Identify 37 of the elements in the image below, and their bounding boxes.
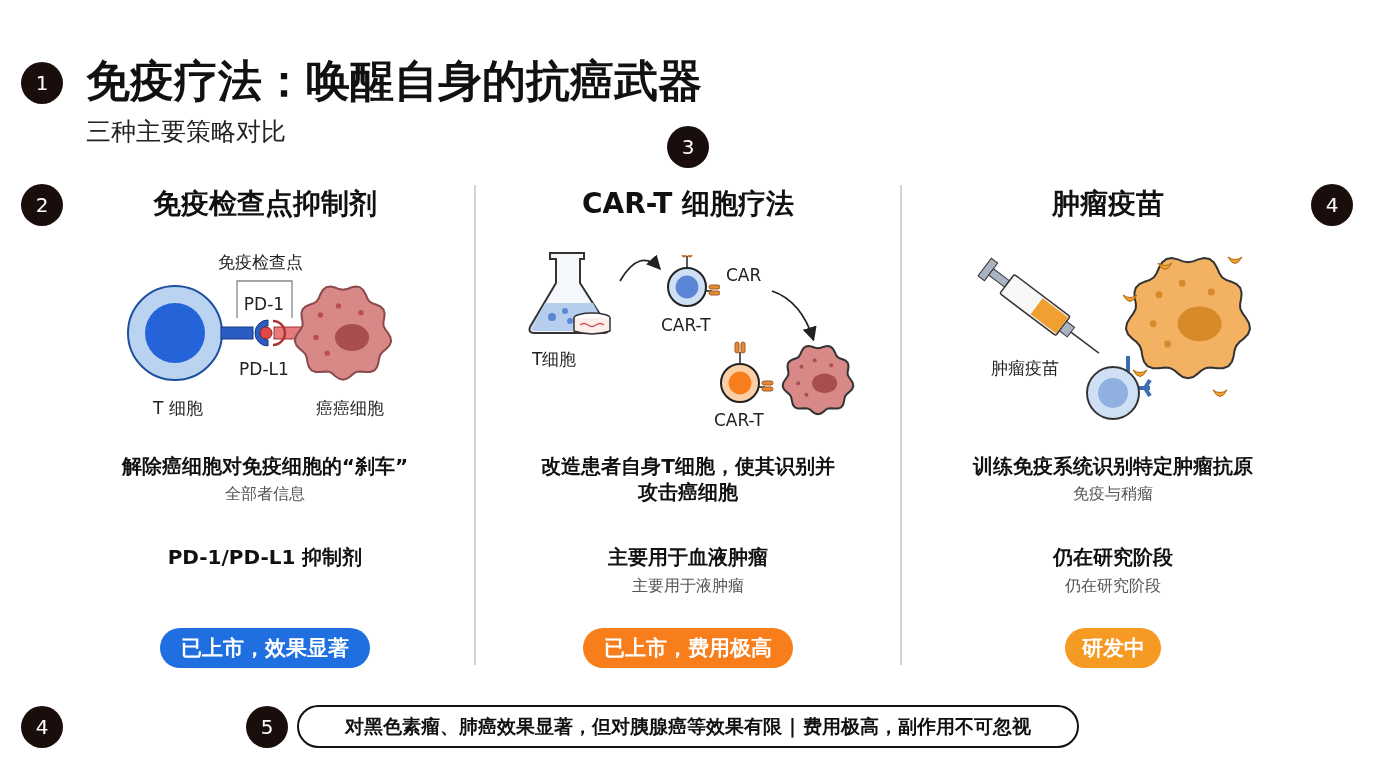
description-text: 解除癌细胞对免疫细胞的“刹车” [120, 453, 410, 479]
description-text: 改造患者自身T细胞，使其识别并攻击癌细胞 [540, 453, 836, 505]
status-text: 仍在研究阶段 [1051, 544, 1174, 570]
title: 免疫疗法：唤醒自身的抗癌武器 [86, 54, 702, 108]
column-heading: 肿瘤疫苗 [1051, 186, 1165, 222]
note-text: 免疫与稍瘤 [1072, 484, 1154, 505]
part-label: 免疫检查点 [216, 251, 304, 274]
summary-note: 对黑色素瘤、肺癌效果显著，但对胰腺癌等效果有限 | 费用极高，副作用不可忽视 [297, 705, 1079, 748]
note-text: 全部者信息 [224, 484, 306, 505]
node-label: CAR-T [661, 315, 711, 335]
status-badge: 研发中 [1065, 628, 1161, 668]
part-label: PD-L1 [238, 358, 290, 381]
callout-number: 3 [667, 126, 709, 168]
status-badge: 已上市，效果显著 [160, 628, 370, 668]
callout-number: 2 [21, 184, 63, 226]
example-text: PD-1/PD-L1 抑制剂 [166, 544, 364, 570]
part-label: 癌癌细胞 [315, 397, 385, 420]
arrow [771, 290, 817, 342]
callout-number: 4 [1311, 184, 1353, 226]
callout-number: 4 [21, 706, 63, 748]
usage-text: 主要用于血液肿瘤 [607, 544, 769, 570]
column-heading: 免疫检查点抑制剂 [152, 186, 378, 222]
subtitle: 三种主要策略对比 [86, 116, 287, 148]
part-label: 肿瘤疫苗 [990, 357, 1060, 380]
part-label: PD-1 [242, 293, 286, 316]
node-label: T细胞 [532, 348, 577, 371]
column-heading: CAR-T 细胞疗法 [580, 186, 796, 222]
node-label: CAR-T [714, 410, 764, 430]
callout-number: 1 [21, 62, 63, 104]
arrow [619, 254, 662, 282]
part-label: T 细胞 [152, 397, 204, 420]
status-badge: 已上市，费用极高 [583, 628, 793, 668]
note-text: 仍在研究阶段 [1064, 576, 1162, 597]
callout-number: 5 [246, 706, 288, 748]
description-text: 训练免疫系统识别特定肿瘤抗原 [971, 453, 1254, 479]
note-text: 主要用于液肿瘤 [631, 576, 745, 597]
receptor-label: CAR [726, 265, 762, 285]
